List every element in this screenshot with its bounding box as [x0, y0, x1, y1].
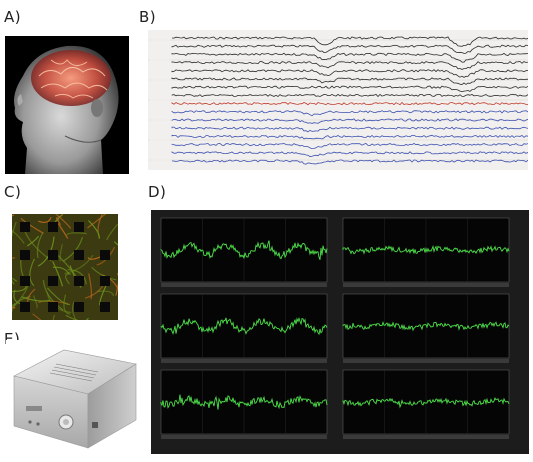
neuron-fiber [59, 244, 63, 262]
neuron-fiber [52, 260, 63, 287]
eeg-trace [171, 77, 528, 86]
amplifier-device-icon [6, 340, 142, 454]
eeg-trace [172, 159, 528, 165]
recording-plot [160, 293, 328, 363]
neuron-fiber [91, 266, 117, 281]
neuron-fiber [115, 272, 118, 296]
eeg-trace [171, 36, 528, 47]
eeg-trace [171, 85, 528, 93]
neuron-fiber [55, 214, 72, 229]
neuron-fiber [12, 303, 16, 307]
neuron-fiber [26, 235, 39, 247]
head-brain-icon [5, 36, 129, 174]
panel-label-b: B) [139, 8, 157, 26]
eeg-trace [171, 143, 528, 150]
neuron-fiber [52, 314, 56, 320]
neuron-fiber [64, 273, 72, 285]
recording-plot [160, 369, 328, 439]
neuron-fiber [42, 280, 64, 311]
eeg-trace [171, 134, 528, 140]
neuron-fiber [57, 223, 69, 239]
neuron-fiber [55, 214, 63, 221]
neuron-fiber [12, 229, 25, 245]
recording-plot [342, 369, 510, 439]
neuron-fiber [97, 290, 115, 297]
eeg-trace [171, 69, 528, 78]
eeg-trace [171, 110, 528, 117]
neuron-fiber [38, 216, 52, 224]
neuron-fiber [67, 269, 87, 285]
eeg-trace [171, 61, 528, 70]
eeg-chart-icon [148, 30, 528, 170]
recording-plot [160, 217, 328, 287]
neuron-fiber [12, 214, 15, 217]
neuron-fiber [21, 296, 50, 302]
neuron-fiber [12, 277, 18, 285]
neuron-fiber [36, 231, 44, 259]
eeg-trace [171, 52, 528, 63]
panel-label-c: C) [4, 183, 22, 201]
neuron-culture-image [12, 214, 118, 320]
neuron-fiber [12, 221, 17, 239]
eeg-trace [171, 101, 528, 106]
eeg-trace [171, 126, 528, 133]
eeg-trace [171, 44, 528, 54]
neuron-fiber [106, 223, 118, 241]
panel-label-d: D) [148, 183, 167, 201]
neuron-fiber [29, 258, 35, 287]
panel-label-a: A) [4, 8, 22, 26]
neuron-fiber [32, 313, 42, 320]
neuron-fiber [88, 273, 93, 300]
eeg-trace [171, 151, 528, 158]
neuron-fiber [113, 241, 118, 246]
neuron-fiber [65, 314, 90, 320]
neuron-fiber [88, 220, 100, 239]
signal-recordings-grid [151, 210, 529, 454]
recording-plot [342, 293, 510, 363]
neuron-fiber [64, 254, 94, 275]
eeg-trace [171, 118, 528, 124]
neuron-fiber [87, 214, 107, 229]
neuron-fiber [57, 255, 77, 277]
neuron-fiber [12, 295, 31, 313]
neuron-fiber [46, 287, 71, 306]
neuron-fiber [63, 294, 71, 315]
neuron-fiber [66, 232, 87, 236]
eeg-trace [171, 93, 528, 98]
neuron-fiber [32, 295, 38, 309]
recording-plot [342, 217, 510, 287]
neuron-fiber [71, 301, 77, 320]
